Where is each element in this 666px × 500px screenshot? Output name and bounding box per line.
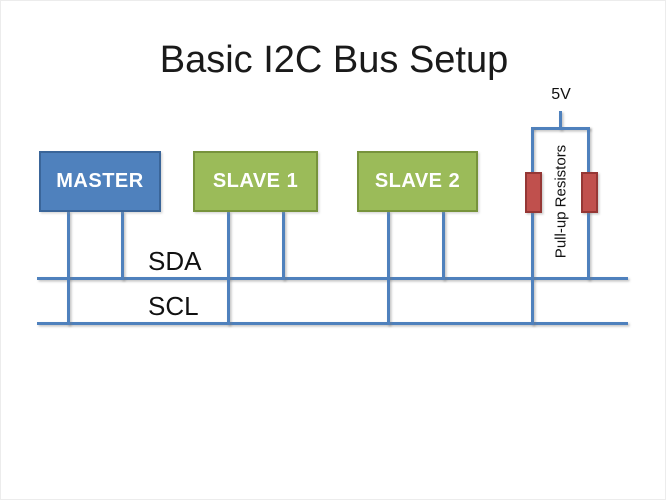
diagram-title: Basic I2C Bus Setup <box>159 39 509 81</box>
power-stub-wire <box>559 111 562 130</box>
scl-bus-label: SCL <box>148 291 199 321</box>
sda-bus-label: SDA <box>148 246 202 276</box>
slave2-label: SLAVE 2 <box>374 170 461 192</box>
slave2-scl-wire <box>387 211 390 325</box>
sda-bus-line <box>37 277 628 280</box>
pullup-left-leg-wire <box>531 127 534 325</box>
slave1-sda-wire <box>282 211 285 280</box>
master-label: MASTER <box>56 170 144 192</box>
pullup-resistors-label: Pull-up Resistors <box>552 144 570 259</box>
scl-bus-line <box>37 322 628 325</box>
power-rail-label: 5V <box>551 86 571 103</box>
slave2-sda-wire <box>442 211 445 280</box>
slave1-label: SLAVE 1 <box>212 170 299 192</box>
slave1-scl-wire <box>227 211 230 325</box>
pullup-resistor-2 <box>581 172 598 213</box>
power-rail-wire <box>531 127 590 130</box>
master-node: MASTER <box>39 151 161 212</box>
master-scl-wire <box>67 211 70 325</box>
pullup-resistor-1 <box>525 172 542 213</box>
slave1-node: SLAVE 1 <box>193 151 318 212</box>
master-sda-wire <box>121 211 124 280</box>
slave2-node: SLAVE 2 <box>357 151 478 212</box>
